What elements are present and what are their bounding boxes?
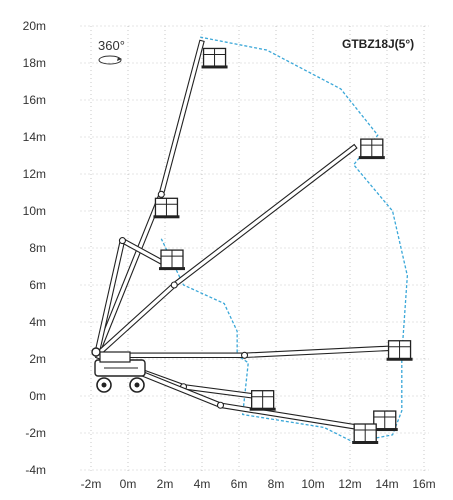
y-tick-label: 14m [23, 130, 46, 144]
boom-section [243, 345, 399, 359]
machine-base [91, 347, 146, 393]
y-tick-label: 10m [23, 204, 46, 218]
platform-basket-icon [386, 340, 413, 361]
x-tick-label: 2m [157, 477, 174, 491]
boom-joint [216, 401, 225, 409]
x-tick-label: 8m [268, 477, 285, 491]
x-tick-label: 14m [375, 477, 398, 491]
platform-basket-icon [358, 138, 385, 160]
rotation-arrow-icon [98, 55, 122, 65]
platform-basket-icon [352, 423, 379, 444]
rotation-indicator: 360° [98, 38, 125, 65]
y-tick-label: 2m [29, 352, 46, 366]
y-tick-label: 20m [23, 19, 46, 33]
x-tick-label: -2m [81, 477, 102, 491]
y-tick-label: 12m [23, 167, 46, 181]
y-tick-label: 18m [23, 56, 46, 70]
x-tick-label: 6m [231, 477, 248, 491]
y-tick-label: 6m [29, 278, 46, 292]
y-tick-label: -4m [25, 463, 46, 477]
boom-diagonal-high [94, 143, 358, 358]
boom-section [172, 143, 358, 288]
x-tick-label: 12m [338, 477, 361, 491]
y-tick-label: 0m [29, 389, 46, 403]
boom-joint [157, 190, 165, 198]
y-tick-label: -2m [25, 426, 46, 440]
platform-basket-icon [153, 197, 180, 219]
boom-section [158, 39, 205, 196]
model-label: GTBZ18J(5°) [342, 37, 414, 51]
y-axis-ticks: 20m 18m 16m 14m 12m 10m 8m 6m 4m 2m 0m -2m -4m [23, 19, 46, 477]
boom-joint [170, 281, 178, 289]
x-tick-label: 4m [194, 477, 211, 491]
platform-basket-icon [249, 390, 276, 411]
boom-section [93, 192, 165, 357]
y-tick-label: 8m [29, 241, 46, 255]
working-envelope-outline [160, 36, 409, 443]
boom-horizontal [96, 345, 399, 359]
platform-basket-icon [371, 410, 398, 432]
platform-basket-icon [201, 47, 228, 69]
boom-section [219, 402, 372, 433]
y-tick-label: 4m [29, 315, 46, 329]
x-tick-label: 16m [412, 477, 435, 491]
platform-baskets [153, 47, 413, 444]
y-tick-label: 16m [23, 93, 46, 107]
x-tick-label: 10m [301, 477, 324, 491]
boom-joint [241, 351, 249, 359]
rotation-label: 360° [98, 38, 125, 53]
x-tick-label: 0m [120, 477, 137, 491]
boom-joint [118, 237, 126, 245]
platform-basket-icon [159, 249, 185, 271]
x-axis-ticks: -2m 0m 2m 4m 6m 8m 10m 12m 14m 16m [81, 477, 436, 491]
